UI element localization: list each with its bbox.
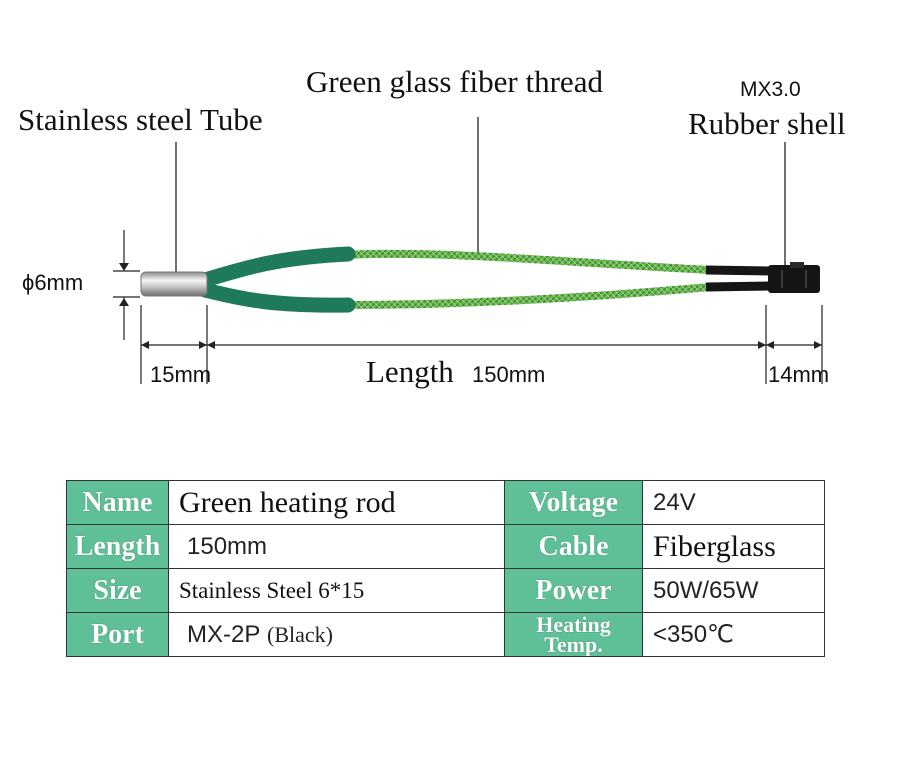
connector-latch [790, 262, 804, 268]
spec-value-size: Stainless Steel 6*15 [168, 568, 505, 613]
port-model: MX-2P [187, 620, 261, 648]
lower-wire-end [705, 281, 771, 292]
thread-callout-label: Green glass fiber thread [306, 64, 603, 99]
spec-value-power: 50W/65W [642, 568, 825, 613]
spec-table: Name Green heating rod Voltage 24V Lengt… [66, 480, 825, 657]
heating-rod-diagram [113, 117, 823, 384]
tube-length-label: 15mm [150, 362, 212, 387]
spec-key-port: Port [66, 612, 169, 657]
table-row: Length 150mm Cable Fiberglass [66, 524, 825, 569]
spec-value-cable: Fiberglass [642, 524, 825, 569]
connector-model-label: MX3.0 [740, 78, 801, 101]
spec-value-name: Green heating rod [168, 480, 505, 525]
port-color: (Black) [267, 621, 333, 647]
spec-value-heating-temp: <350℃ [642, 612, 825, 657]
spec-key-name: Name [66, 480, 169, 525]
connector-length-label: 14mm [768, 362, 830, 387]
upper-wire [344, 249, 711, 274]
spec-key-length: Length [66, 524, 169, 569]
spec-key-cable: Cable [504, 524, 643, 569]
lower-sleeve [197, 282, 356, 313]
tube-callout-label: Stainless steel Tube [18, 102, 263, 137]
upper-wire-end [705, 265, 771, 276]
spec-value-port: MX-2P (Black) [168, 612, 505, 657]
spec-key-size: Size [66, 568, 169, 613]
steel-tube [140, 271, 208, 297]
diameter-label: ϕ6mm [22, 270, 84, 295]
spec-key-heating-temp: Heating Temp. [504, 612, 643, 657]
table-row: Port MX-2P (Black) Heating Temp. <350℃ [66, 612, 825, 657]
table-row: Name Green heating rod Voltage 24V [66, 480, 825, 525]
lower-wire [344, 283, 711, 309]
spec-key-power: Power [504, 568, 643, 613]
upper-sleeve [197, 246, 356, 288]
spec-key-voltage: Voltage [504, 480, 643, 525]
spec-value-voltage: 24V [642, 480, 825, 525]
spec-value-length: 150mm [168, 524, 505, 569]
connector-shell [768, 265, 820, 293]
table-row: Size Stainless Steel 6*15 Power 50W/65W [66, 568, 825, 613]
connector-callout-label: Rubber shell [688, 106, 846, 141]
length-value: 150mm [472, 362, 546, 387]
length-label: Length [366, 354, 454, 389]
